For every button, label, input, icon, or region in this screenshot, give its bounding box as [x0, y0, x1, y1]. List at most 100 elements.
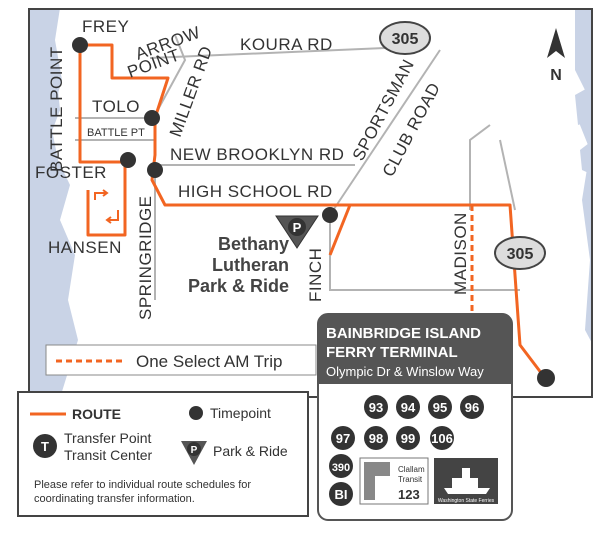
legend-note-2: coordinating transfer information. [34, 493, 195, 505]
finch-line [329, 215, 520, 291]
legend-note-1: Please refer to individual route schedul… [34, 479, 251, 491]
north-letter: N [550, 67, 562, 84]
road-label-high-school: HIGH SCHOOL RD [178, 182, 333, 201]
legend-timepoint-label: Timepoint [210, 405, 271, 421]
ferry-terminal-box: BAINBRIDGE ISLAND FERRY TERMINAL Olympic… [317, 313, 513, 521]
shield-number: 305 [392, 31, 419, 48]
hwy305-shield-north: 305 [379, 21, 431, 55]
route-badge[interactable] [364, 395, 388, 419]
legend-park-ride-label: Park & Ride [213, 443, 288, 459]
road-label-hansen: HANSEN [48, 238, 122, 257]
route-badge[interactable] [329, 482, 353, 506]
hansen-arrow-1-head [102, 189, 109, 197]
east-bay-north [575, 85, 593, 125]
legend-box: ROUTE Timepoint T Transfer Point Transit… [17, 391, 309, 517]
road-label-springridge: SPRINGRIDGE [136, 195, 155, 320]
legend-transfer-2: Transit Center [64, 447, 153, 463]
route-badge[interactable] [396, 426, 420, 450]
route-badge-label: 97 [336, 431, 350, 446]
wsf-caption: Washington State Ferries [438, 498, 495, 504]
hwy305-shield-south: 305 [494, 236, 546, 270]
route-badge[interactable] [329, 454, 353, 478]
road-label-new-brooklyn: NEW BROOKLYN RD [170, 145, 344, 164]
park-ride-name-2: Lutheran [212, 255, 289, 275]
route-badge-label: 99 [401, 431, 415, 446]
timepoints [72, 37, 555, 387]
route-badge[interactable] [364, 426, 388, 450]
clallam-logo-mark [364, 462, 390, 500]
road-label-koura: KOURA RD [240, 35, 333, 54]
timepoint-finch[interactable] [322, 207, 338, 223]
route-badge[interactable] [430, 426, 454, 450]
terminal-subtitle: Olympic Dr & Winslow Way [326, 364, 484, 379]
madison-north-line [469, 124, 491, 210]
ferry-cabin-icon [452, 478, 478, 488]
terminal-title-1: BAINBRIDGE ISLAND [326, 325, 481, 342]
hansen-arrow-1 [94, 192, 106, 200]
road-label-battle-pt: BATTLE PT [87, 127, 145, 139]
ferry-hull-icon [444, 488, 490, 494]
select-trip-legend: One Select AM Trip [45, 344, 317, 376]
west-bay [28, 8, 78, 398]
north-arrow: N [547, 28, 565, 84]
road-label-tolo: TOLO [92, 97, 140, 116]
timepoint-foster[interactable] [120, 152, 136, 168]
north-arrow-icon [547, 28, 565, 58]
miller-rd-line [154, 34, 187, 116]
koura-rd-line [149, 47, 386, 59]
legend-transfer-1: Transfer Point [64, 430, 152, 446]
clallam-transit-logo[interactable]: Clallam Transit 123 [359, 457, 429, 505]
route-badge[interactable] [331, 426, 355, 450]
land-mass [28, 8, 593, 398]
route-badge-label: 93 [369, 400, 383, 415]
hansen-arrow-2 [108, 210, 119, 221]
timepoint-ferry[interactable] [537, 369, 555, 387]
wsf-logo[interactable]: Washington State Ferries [434, 458, 498, 504]
clallam-text-2: Transit [398, 475, 423, 484]
route-badge-label: BI [335, 487, 348, 502]
route-badge-label: 95 [433, 400, 447, 415]
sportsman-line [329, 49, 441, 216]
road-label-battle-point: BATTLE POINT [47, 46, 66, 172]
route-badge[interactable] [428, 395, 452, 419]
clallam-text-3: 123 [398, 487, 420, 502]
shield-oval [379, 21, 431, 55]
east-bay-south [580, 140, 593, 175]
park-ride-name-3: Park & Ride [188, 276, 289, 296]
road-label-finch: FINCH [306, 248, 325, 302]
route-badge[interactable] [460, 395, 484, 419]
route-badge-label: 94 [401, 400, 416, 415]
park-ride-symbol: P [293, 220, 302, 235]
roads [75, 34, 520, 300]
route-badge-label: 96 [465, 400, 479, 415]
route-badge-label: 390 [332, 462, 350, 474]
legend-park-ride-circle [187, 442, 201, 456]
map-frame [28, 8, 593, 398]
legend-transfer-icon [33, 434, 57, 458]
shield-number: 305 [507, 246, 534, 263]
hansen-arrow-2-head [105, 216, 112, 224]
legend-timepoint-icon [189, 406, 203, 420]
route-finch-spur [328, 204, 352, 256]
select-trip-label: One Select AM Trip [136, 352, 282, 371]
timepoint-springridge[interactable] [147, 162, 163, 178]
legend-park-ride-symbol: P [191, 445, 198, 456]
timepoint-tolo[interactable] [144, 110, 160, 126]
terminal-header [318, 314, 512, 384]
route-west-loop [78, 45, 127, 237]
legend-transfer-symbol: T [41, 439, 49, 454]
route-badge-label: 106 [431, 431, 453, 446]
legend-route-label: ROUTE [72, 406, 121, 422]
terminal-title-2: FERRY TERMINAL [326, 344, 458, 361]
road-label-frey: FREY [82, 17, 129, 36]
park-ride-marker[interactable]: P [275, 215, 319, 249]
road-label-foster: FOSTER [35, 163, 107, 182]
hansen-arrows [94, 189, 119, 224]
park-ride-name-1: Bethany [218, 234, 289, 254]
route-badge[interactable] [396, 395, 420, 419]
road-label-madison: MADISON [451, 212, 470, 295]
hwy305-east-line [499, 139, 516, 211]
timepoint-frey[interactable] [72, 37, 88, 53]
legend-frame [17, 391, 309, 517]
